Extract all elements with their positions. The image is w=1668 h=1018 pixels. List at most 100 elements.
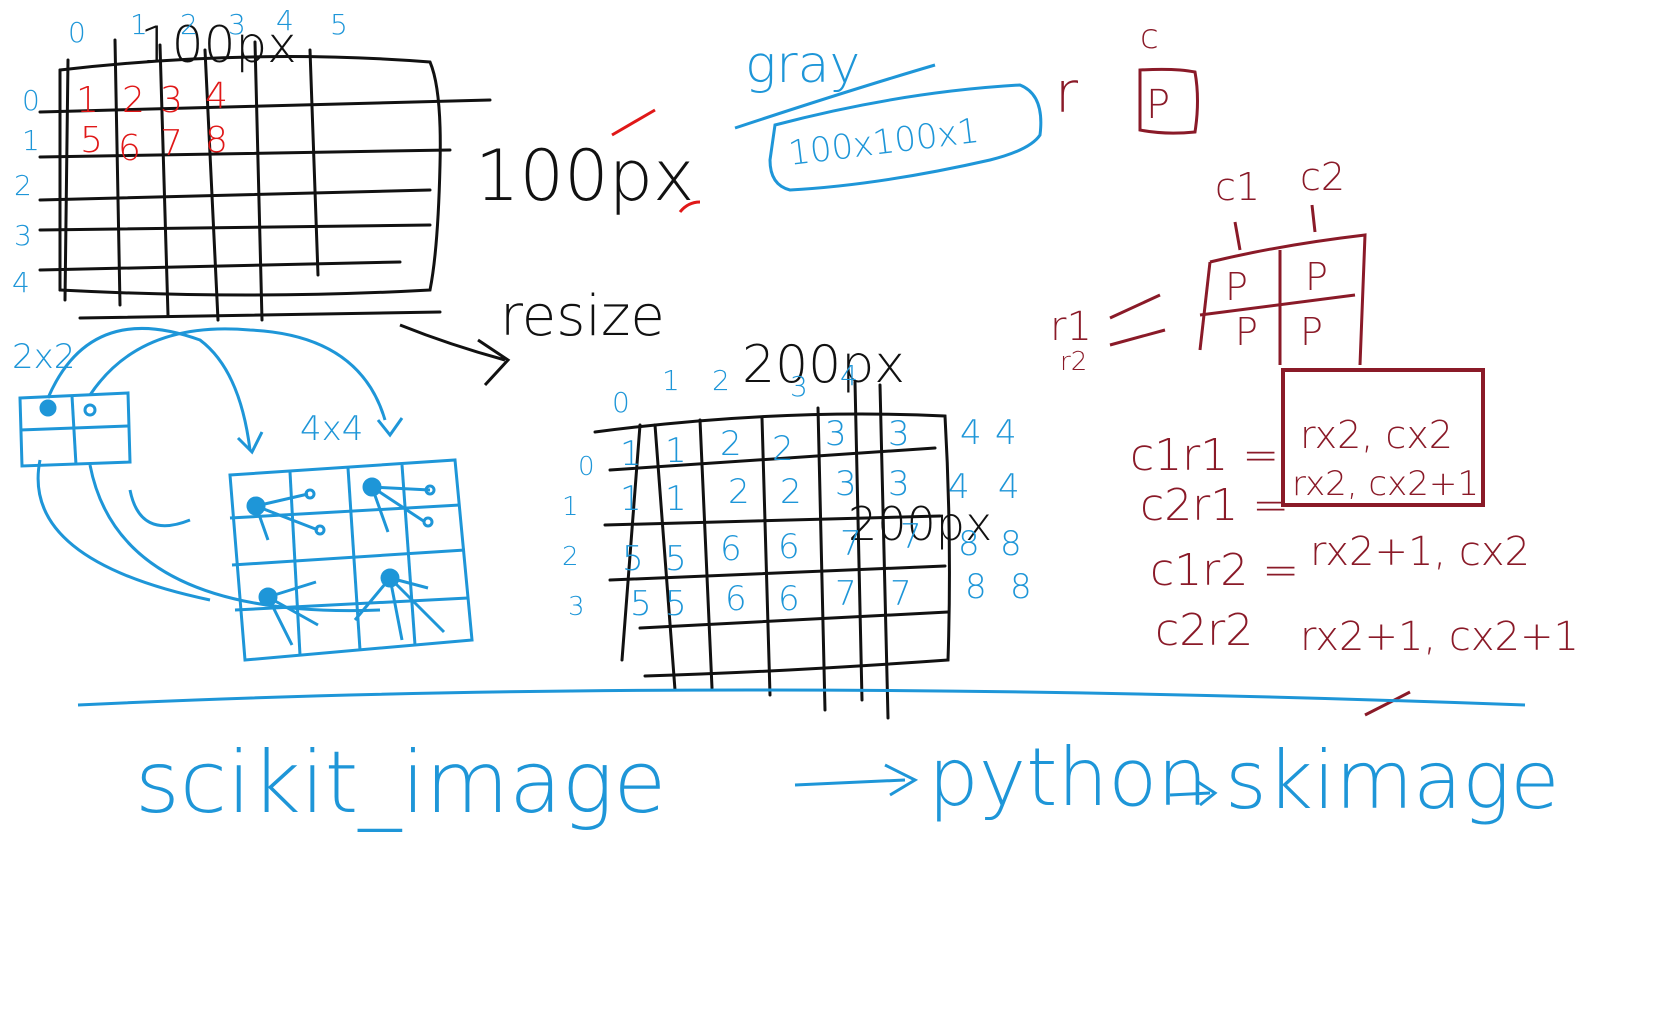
c-block-r1: r1 <box>1050 304 1092 350</box>
formula-lhs: c1r2 = <box>1150 545 1299 596</box>
c-block-grid <box>1109 204 1367 366</box>
col-index: 2 <box>712 364 730 397</box>
maroon-tick <box>1364 690 1411 717</box>
top-left-red-values: 1 2 3 4 5 6 7 8 <box>76 76 228 169</box>
cell-value: 2 <box>780 472 802 512</box>
col-index: 0 <box>68 16 86 49</box>
resize-arrow <box>399 323 511 387</box>
cell-value: 7 <box>900 517 922 557</box>
col-index: 3 <box>228 8 246 41</box>
c-block-r2: r2 <box>1060 347 1087 377</box>
top-left-col-indices: 0 1 2 3 4 5 <box>68 4 348 49</box>
cell-value: 3 <box>835 464 857 504</box>
formula-lhs: c1r1 = <box>1130 430 1279 481</box>
formula-rhs: rx2, cx2 <box>1300 413 1453 457</box>
pixel-value: 1 <box>76 80 99 121</box>
small-grid <box>18 391 132 468</box>
cell-value: 5 <box>630 584 652 624</box>
mapping-arrows <box>36 326 404 613</box>
top-left-title: 100px <box>140 16 297 74</box>
row-index: 3 <box>568 592 585 622</box>
formula-list: c1r1 = rx2, cx2 c2r1 = rx2, cx2+1 c1r2 =… <box>1130 413 1579 660</box>
cell-p: P <box>1235 310 1258 354</box>
formula-box <box>1281 368 1485 507</box>
pixel-value: 5 <box>80 120 103 161</box>
pixel-value: 8 <box>205 120 228 161</box>
c-block-cells: P P P P <box>1225 255 1328 354</box>
resize-label: resize <box>500 284 665 349</box>
cell-value: 7 <box>835 574 857 614</box>
cell-p: P <box>1300 310 1323 354</box>
top-left-row-indices: 0 1 2 3 4 <box>12 84 40 299</box>
row-index: 1 <box>22 124 40 157</box>
row-index: 4 <box>12 266 30 299</box>
cell-value: 5 <box>665 539 687 579</box>
large-grid-label: 4x4 <box>300 409 363 449</box>
formula-rhs: rx2, cx2+1 <box>1292 464 1479 504</box>
col-index: 4 <box>276 4 294 37</box>
formula-rhs: rx2+1, cx2+1 <box>1300 614 1579 660</box>
cell-value: 4 <box>948 467 970 507</box>
middle-grid-row-indices: 0 1 2 3 <box>562 452 595 622</box>
cell-value: 7 <box>890 574 912 614</box>
large-grid <box>228 458 474 662</box>
cell-value: 5 <box>665 584 687 624</box>
arrow-1 <box>794 763 919 797</box>
cell-value: 8 <box>965 567 987 607</box>
cell-value: 1 <box>620 434 642 474</box>
cell-value: 3 <box>888 464 910 504</box>
cell-value: 8 <box>1010 567 1032 607</box>
cell-value: 1 <box>620 479 642 519</box>
cell-value: 4 <box>960 413 982 453</box>
shape-text: 100x100x1 <box>786 111 981 174</box>
cell-value: 6 <box>778 579 800 619</box>
formula-lhs: c2r1 = <box>1140 480 1289 531</box>
middle-grid-col-indices: 0 1 2 3 4 <box>612 359 858 419</box>
pixel-value: 4 <box>205 76 228 117</box>
cell-value: 6 <box>725 579 747 619</box>
cell-value: 7 <box>840 524 862 564</box>
middle-grid <box>593 380 951 720</box>
row-index: 3 <box>14 219 32 252</box>
top-left-grid <box>38 38 492 322</box>
gray-underline <box>734 63 936 130</box>
col-index: 3 <box>790 370 808 403</box>
col-index: 5 <box>330 8 348 41</box>
small-grid-label: 2x2 <box>12 337 75 377</box>
cell-value: 2 <box>772 429 794 469</box>
col-index: 0 <box>612 386 630 419</box>
cell-value: 4 <box>998 467 1020 507</box>
gray-label: gray <box>745 35 860 95</box>
cell-value: 3 <box>888 414 910 454</box>
top-left-side-label: 100px <box>475 135 694 217</box>
cell-value: 3 <box>825 414 847 454</box>
col-index: 4 <box>840 359 858 392</box>
row-index: 1 <box>562 492 579 522</box>
cell-value: 4 <box>995 413 1017 453</box>
cell-value: 8 <box>1000 524 1022 564</box>
bottom-part3: skimage <box>1225 734 1559 827</box>
cell-value: 8 <box>958 524 980 564</box>
cell-value: 5 <box>622 539 644 579</box>
cell-value: 1 <box>665 431 687 471</box>
pixel-value: 2 <box>122 80 145 121</box>
cell-value: 6 <box>720 529 742 569</box>
red-stroke <box>611 108 701 213</box>
pixel-value: 7 <box>160 123 183 164</box>
formula-rhs: rx2+1, cx2 <box>1310 529 1530 575</box>
middle-grid-values: 1 1 2 2 3 3 4 4 1 1 2 2 3 3 4 4 5 5 6 6 … <box>620 413 1032 624</box>
col-index: 1 <box>130 8 148 41</box>
row-index: 2 <box>562 542 579 572</box>
cell-value: 2 <box>728 472 750 512</box>
bottom-part2: python <box>928 731 1208 824</box>
col-index: 2 <box>180 8 198 41</box>
cell-p: P <box>1305 255 1328 299</box>
formula-lhs: c2r2 <box>1155 605 1253 656</box>
cell-p: P <box>1225 265 1248 309</box>
middle-grid-title: 200px <box>742 335 905 395</box>
pixel-value: 6 <box>118 128 141 169</box>
pixel-value: 3 <box>160 80 183 121</box>
r-label: r <box>1055 61 1078 126</box>
row-index: 0 <box>578 452 595 482</box>
